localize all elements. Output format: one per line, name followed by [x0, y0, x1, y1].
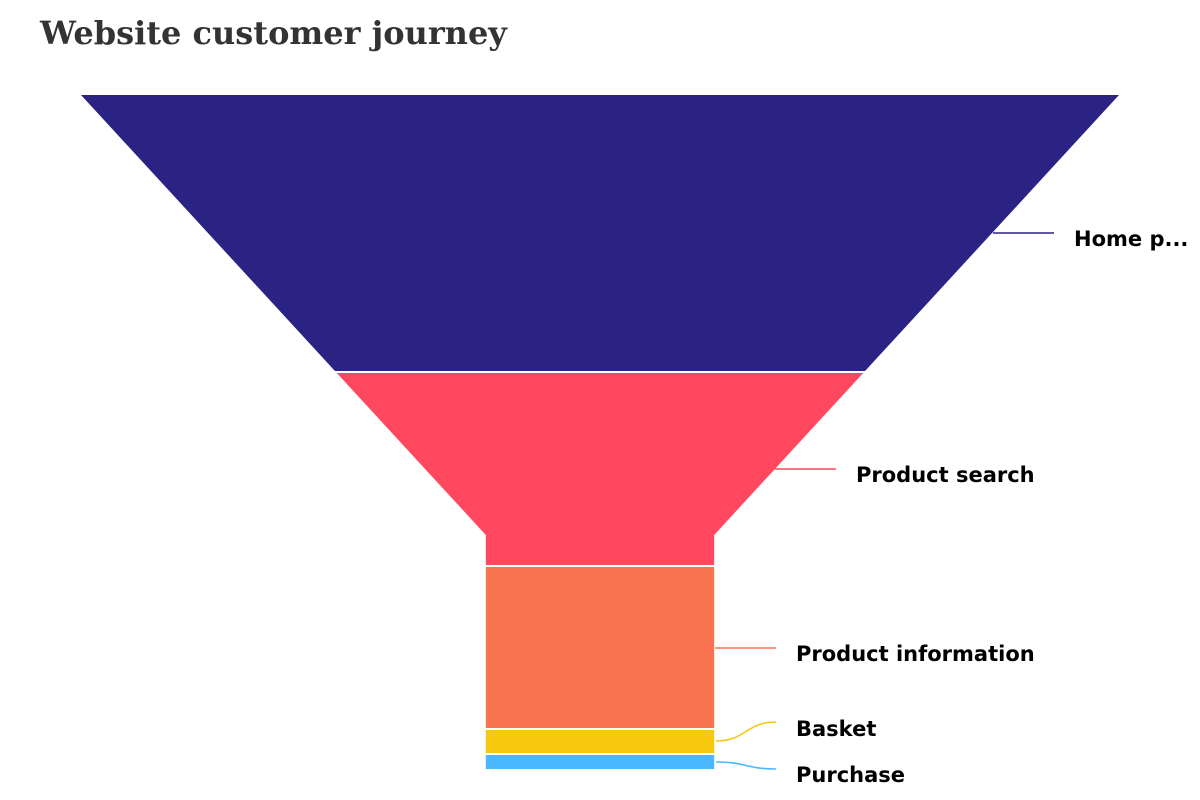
funnel-segment-4[interactable] [485, 755, 715, 769]
funnel-segment-3[interactable] [485, 730, 715, 753]
funnel-connectors [715, 232, 1054, 770]
stage-label-1: Product search [856, 463, 1035, 487]
stage-label-0: Home p... [1074, 227, 1188, 251]
stage-label-4: Purchase [796, 763, 905, 787]
connector-3 [715, 721, 777, 742]
connector-4 [715, 761, 777, 770]
chart-title: Website customer journey [40, 14, 507, 52]
funnel-segments [81, 95, 1119, 769]
stage-label-2: Product information [796, 642, 1035, 666]
funnel-segment-0[interactable] [81, 95, 1119, 371]
funnel-segment-1[interactable] [336, 373, 864, 565]
stage-label-3: Basket [796, 717, 876, 741]
funnel-segment-2[interactable] [485, 567, 715, 728]
